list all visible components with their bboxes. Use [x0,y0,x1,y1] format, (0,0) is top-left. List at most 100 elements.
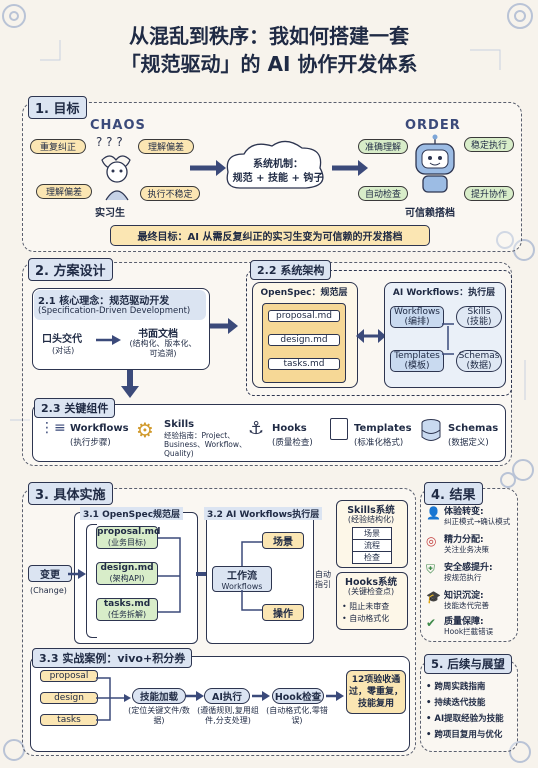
section-outlook [420,660,518,752]
order-pill: 稳定执行 [464,137,514,152]
arrow-icon [210,318,238,334]
chaos-pill: 理解偏差 [36,184,92,199]
impl-file-proposal-name: proposal.md [97,527,161,537]
change-sub: (Change) [30,586,67,595]
impl-file-proposal: proposal.md (业务目标) [96,526,161,549]
component-workflows-sub: (执行步骤) [70,438,111,448]
node-skills: Skills (技能) [456,306,502,328]
scene-box: 场景 [262,532,304,549]
robot-icon [415,134,455,193]
arrow-down-icon [121,370,139,398]
chaos-pill: 执行不稳定 [140,186,200,201]
skill-load-step: 技能加载 [132,688,186,704]
final-goal-banner: 最终目标：AI 从需反复纠正的实习生变为可信赖的开发搭档 [110,225,430,246]
page-title-line2: 「规范驱动」的 AI 协作开发体系 [120,52,418,76]
architecture-heading: 2.2 系统架构 [250,260,332,280]
result-title: 精力分配: [444,535,484,545]
component-templates: Templates [354,423,412,434]
node-templates: Templates (模板) [390,350,444,372]
ai-workflows-impl-heading: 3.2 AI Workflows执行层 [204,507,323,520]
core-concept-header [34,290,206,320]
shield-icon: ⛨ [426,562,436,576]
target-icon: ◎ [426,534,437,548]
impl-file-tasks-sub: (任务拆解) [107,610,147,619]
impl-file-design-name: design.md [100,563,154,573]
components-heading: 2.3 关键组件 [34,398,116,418]
check-icon: ✔ [426,616,437,630]
page-title-line1: 从混乱到秩序：我如何搭建一套 [129,24,409,48]
core-concept-subtitle: (Specification-Driven Development) [38,306,191,316]
ai-workflows-title: AI Workflows：执行层 [392,288,496,298]
result-sub: 按规范执行 [444,573,482,582]
confused-intern-icon: ? ? ? [96,135,131,201]
mechanism-title: 系统机制： [253,159,303,170]
node-workflows: Workflows (编排) [390,306,444,328]
arrow-icon [68,569,86,579]
link-arrows-icon [158,537,181,613]
result-title: 知识沉淀: [444,591,484,601]
hooks-system-box [336,572,408,630]
order-pill: 自动检查 [358,186,408,201]
workflow-label: 工作流 [227,571,257,582]
arrow-icon [326,691,344,701]
hooks-item: • 自动格式化 [342,614,390,623]
chaos-pill: 理解偏差 [138,139,194,154]
mechanism-cloud [226,140,324,189]
section-results-heading: 4. 结果 [424,482,483,505]
case-study-heading: 3.3 实战案例：vivo+积分券 [32,648,193,668]
component-hooks-sub: (质量检查) [272,438,313,448]
section-implementation-heading: 3. 具体实施 [28,482,113,505]
hook-check-sub: (自动格式化,零错误) [266,706,328,725]
auto-guide-label: 自动 指引 [315,570,331,589]
impl-file-design: design.md (架构API) [96,562,158,585]
openspec-implementation-heading: 3.1 OpenSpec规范层 [80,507,184,520]
outlook-item: • 持续迭代技能 [426,698,486,708]
change-box: 变更 [28,565,72,582]
file-proposal: proposal.md [268,310,340,322]
chaos-label: CHAOS [90,118,146,133]
change-label: 变更 [40,570,60,581]
impl-file-design-sub: (架构API) [109,574,145,583]
core-concept-title: 2.1 核心理念：规范驱动开发 [38,296,170,307]
hook-icon: ⚓ [248,418,265,439]
bracket-decoration [86,524,97,638]
outlook-item: • 跨项目复用与优化 [426,730,503,740]
doc-label: 书面文档 [138,329,178,340]
action-box: 操作 [262,604,304,621]
section-design-heading: 2. 方案设计 [28,258,113,281]
hooks-system-title: Hooks系统 [345,577,397,588]
component-schemas: Schemas [448,423,499,434]
openspec-title: OpenSpec：规范层 [260,288,348,298]
impl-file-tasks: tasks.md (任务拆解) [96,598,158,621]
arrow-icon [332,160,368,176]
outlook-item: • AI提取经验为技能 [426,714,504,724]
merge-arrows-icon [96,677,131,721]
mechanism-body: 规范 + 技能 + 钩子 [232,173,324,184]
cap-icon: 🎓 [426,590,441,604]
hooks-system-sub: (关键检查点) [347,587,395,596]
flow-arrows-icon [241,541,262,611]
section-results [420,488,518,642]
result-badge: 12项验收通过，零重复，技能复用 [346,670,406,714]
result-title: 质量保障: [444,617,484,627]
component-templates-sub: (标准化格式) [354,438,404,448]
file-tasks: tasks.md [268,358,340,370]
case-item: tasks [40,714,98,726]
result-sub: Hook拦截错误 [444,627,494,636]
node-schemas: Schemas (数据) [456,350,502,372]
doc-sub: (结构化、版本化、可追溯) [129,339,197,358]
gear-icon: ⚙ [136,418,154,442]
component-skills: Skills [164,419,195,430]
hook-check-step: Hook检查 [272,688,324,704]
database-icon [421,419,441,441]
oral-sub: (对话) [52,346,75,355]
partner-label: 可信赖搭档 [405,208,455,219]
order-pill: 提升协作 [464,186,514,201]
skills-layer: 检查 [352,551,392,564]
section-goal-heading: 1. 目标 [28,96,87,119]
workflow-box: 工作流 Workflows [212,566,272,592]
arrow-icon [186,691,204,701]
result-title: 安全感提升: [444,563,493,573]
component-schemas-sub: (数据定义) [448,438,489,448]
order-pill: 准确理解 [358,139,408,154]
